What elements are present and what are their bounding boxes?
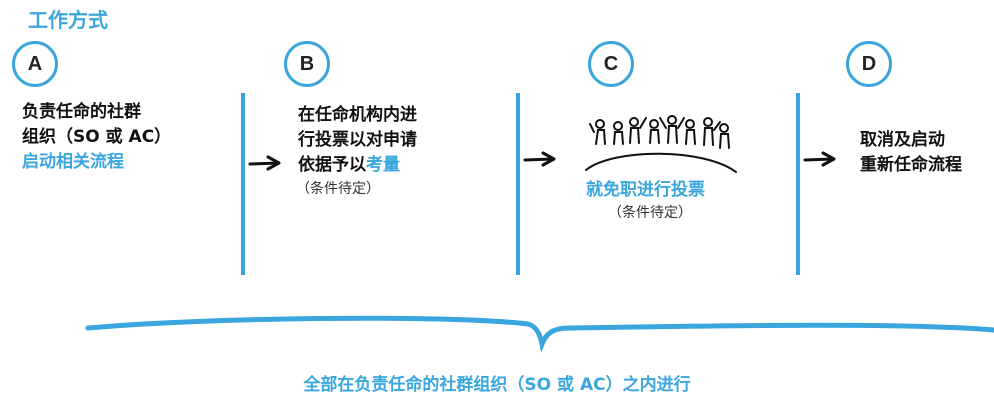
step-a-badge: A — [12, 41, 58, 87]
arrow-right-icon — [248, 155, 281, 171]
step-a-highlight: 启动相关流程 — [22, 152, 124, 172]
step-c-condition: （条件待定） — [608, 205, 692, 221]
step-b-text: 在任命机构内进 行投票以对申请 依据予以考量 — [298, 103, 417, 178]
step-d-line-2: 重新任命流程 — [860, 155, 962, 175]
step-b-line-2: 行投票以对申请 — [298, 130, 417, 150]
divider-1 — [241, 93, 245, 275]
step-d-text: 取消及启动 重新任命流程 — [860, 128, 962, 178]
step-d-line-1: 取消及启动 — [860, 130, 945, 150]
step-c-highlight: 就免职进行投票 — [586, 180, 705, 200]
page-title: 工作方式 — [28, 8, 108, 32]
step-a-text: 负责任命的社群 组织（SO 或 AC） 启动相关流程 — [22, 100, 171, 175]
step-c-badge: C — [588, 41, 634, 87]
footer-caption: 全部在负责任命的社群组织（SO 或 AC）之内进行 — [303, 375, 691, 395]
step-b-highlight: 考量 — [366, 155, 400, 175]
divider-2 — [516, 93, 520, 275]
arrow-right-icon — [803, 151, 836, 167]
step-b-condition: （条件待定） — [296, 181, 380, 197]
step-a-letter: A — [27, 52, 43, 75]
step-a-line-2: 组织（SO 或 AC） — [22, 127, 172, 147]
step-b-line-3: 依据予以考量 — [298, 153, 417, 178]
step-d-badge: D — [846, 41, 892, 87]
step-d-letter: D — [861, 52, 877, 75]
step-b-badge: B — [284, 41, 330, 87]
step-c-letter: C — [603, 52, 619, 75]
curly-brace-icon — [85, 315, 994, 353]
step-a-line-1: 负责任命的社群 — [22, 102, 141, 122]
arrow-right-icon — [523, 151, 556, 167]
step-b-line-1: 在任命机构内进 — [298, 105, 417, 125]
people-around-table-icon — [585, 115, 737, 173]
step-b-letter: B — [299, 52, 315, 75]
step-b-line-3-text: 依据予以 — [298, 155, 366, 175]
divider-3 — [796, 93, 800, 275]
